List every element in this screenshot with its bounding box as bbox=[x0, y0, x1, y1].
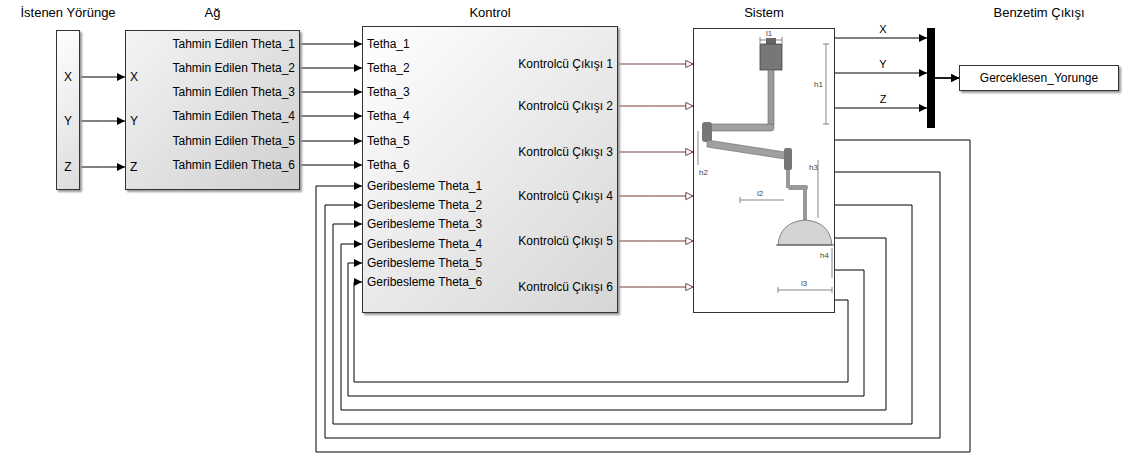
signal-line bbox=[835, 38, 959, 78]
dimension-label: h1 bbox=[814, 80, 823, 89]
block-title: İstenen Yörünge bbox=[20, 5, 115, 20]
port-label: Kontrolcü Çıkışı 5 bbox=[518, 234, 613, 248]
block-title: Benzetim Çıkışı bbox=[993, 5, 1084, 20]
port-label: Tahmin Edilen Theta_1 bbox=[172, 37, 295, 51]
port-label: Tahmin Edilen Theta_3 bbox=[172, 85, 295, 99]
dimension-lines bbox=[698, 37, 832, 293]
port-label: Tetha_1 bbox=[367, 37, 410, 51]
dimension-label: l1 bbox=[766, 29, 772, 38]
signal-line bbox=[300, 165, 362, 166]
dimension-label: h2 bbox=[699, 168, 708, 177]
port-label: Tetha_3 bbox=[367, 85, 410, 99]
port-label: Geribesleme Theta_2 bbox=[367, 198, 482, 212]
signal-line bbox=[618, 196, 693, 197]
signal-line bbox=[300, 44, 362, 45]
block-title: Sistem bbox=[744, 5, 784, 20]
port-label: Kontrolcü Çıkışı 3 bbox=[518, 145, 613, 159]
signal-line bbox=[835, 73, 959, 78]
network-block: AğXYZTahmin Edilen Theta_1Tahmin Edilen … bbox=[125, 30, 300, 190]
controller-block: KontrolTetha_1Tetha_2Tetha_3Tetha_4Tetha… bbox=[362, 26, 618, 313]
port-label: Geribesleme Theta_4 bbox=[367, 237, 482, 251]
signal-label: Z bbox=[879, 93, 888, 105]
port-label: Kontrolcü Çıkışı 1 bbox=[518, 57, 613, 71]
dimension-label: h4 bbox=[820, 251, 829, 260]
port-label: Kontrolcü Çıkışı 2 bbox=[518, 99, 613, 113]
signal-line bbox=[618, 287, 693, 288]
signal-line bbox=[300, 141, 362, 142]
signal-line bbox=[80, 121, 125, 122]
signal-line bbox=[300, 92, 362, 93]
port-label: Tetha_6 bbox=[367, 158, 410, 172]
lamp-arm bbox=[702, 38, 834, 245]
dimension-label: h3 bbox=[809, 163, 818, 172]
signal-line bbox=[618, 241, 693, 242]
port-label: Tahmin Edilen Theta_6 bbox=[172, 158, 295, 172]
port-label: Kontrolcü Çıkışı 4 bbox=[518, 189, 613, 203]
port-label: Z bbox=[130, 160, 137, 174]
block-title: Ağ bbox=[205, 5, 221, 20]
signal-line bbox=[835, 78, 959, 108]
signal-line bbox=[80, 167, 125, 168]
port-label: Y bbox=[64, 114, 72, 128]
port-label: Gerceklesen_Yorunge bbox=[980, 71, 1098, 85]
port-label: Geribesleme Theta_6 bbox=[367, 275, 482, 289]
port-label: Geribesleme Theta_3 bbox=[367, 217, 482, 231]
port-label: X bbox=[64, 70, 72, 84]
mux-bar bbox=[919, 28, 935, 128]
port-label: Z bbox=[64, 160, 71, 174]
port-label: Geribesleme Theta_5 bbox=[367, 256, 482, 270]
signal-line bbox=[348, 263, 864, 396]
signal-line bbox=[618, 152, 693, 153]
source-block: İstenen YörüngeXYZ bbox=[56, 30, 80, 190]
port-label: Tahmin Edilen Theta_5 bbox=[172, 134, 295, 148]
signal-line bbox=[333, 205, 912, 424]
port-label: Y bbox=[130, 114, 138, 128]
port-label: Geribesleme Theta_1 bbox=[367, 179, 482, 193]
scope-block: Benzetim ÇıkışıGerceklesen_Yorunge bbox=[959, 65, 1119, 91]
port-label: Tetha_2 bbox=[367, 61, 410, 75]
signal-line bbox=[80, 77, 125, 78]
signal-line bbox=[300, 68, 362, 69]
port-label: Tahmin Edilen Theta_4 bbox=[172, 109, 295, 123]
signal-label: Y bbox=[878, 58, 887, 70]
block-title: Kontrol bbox=[469, 5, 510, 20]
port-label: Tetha_5 bbox=[367, 134, 410, 148]
signal-line bbox=[618, 106, 693, 107]
dimension-label: l3 bbox=[801, 279, 807, 288]
signal-label: X bbox=[878, 23, 887, 35]
port-label: X bbox=[130, 70, 138, 84]
port-label: Tetha_4 bbox=[367, 109, 410, 123]
port-label: Tahmin Edilen Theta_2 bbox=[172, 61, 295, 75]
dimension-label: l2 bbox=[757, 189, 763, 198]
signal-line bbox=[300, 116, 362, 117]
port-label: Kontrolcü Çıkışı 6 bbox=[518, 280, 613, 294]
signal-line bbox=[618, 64, 693, 65]
